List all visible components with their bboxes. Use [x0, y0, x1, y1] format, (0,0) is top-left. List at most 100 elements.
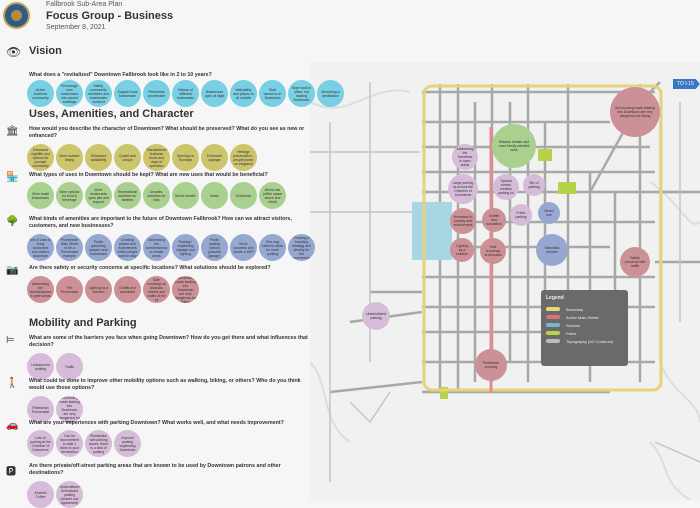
response-bubble[interactable]: Music: [201, 182, 228, 209]
legend-swatch: [546, 331, 560, 335]
response-bubble[interactable]: Pedestrian promenade: [143, 80, 170, 107]
response-bubble[interactable]: Promenade Main Street to be a Promenade …: [56, 234, 83, 261]
response-bubble[interactable]: Standardized business hours and days of …: [143, 144, 170, 171]
parking-car-icon: 🚗: [6, 420, 19, 431]
response-bubble[interactable]: Safety, community members and businesses…: [85, 80, 112, 107]
legend-label: Parks: [566, 330, 577, 336]
response-bubble[interactable]: Can be inconvenient to walk 1 block to y…: [56, 430, 83, 457]
map-comment-bubble[interactable]: Mixed use: [538, 202, 560, 224]
response-bubble[interactable]: Lots of parking at the Chamber of Commer…: [27, 430, 54, 457]
map-comment-bubble[interactable]: Sidewalks needed: [536, 234, 568, 266]
section-heading-vision: Vision: [29, 45, 62, 57]
response-bubble[interactable]: Lighting as a solution: [85, 276, 112, 303]
question-text: What are some of the barriers you face w…: [29, 335, 308, 348]
response-bubbles: Addressing the homelessness in open area…: [27, 276, 199, 303]
response-bubble[interactable]: Walkability and places to sit outside: [230, 80, 257, 107]
response-bubble[interactable]: Connecting roads leading into Downtown a…: [56, 396, 83, 423]
response-bubble[interactable]: Opening on Sundays: [172, 144, 199, 171]
response-bubble[interactable]: Public gathering spaces near businesses: [85, 234, 112, 261]
response-bubble[interactable]: Creating a branding strategy and identit…: [288, 234, 315, 261]
response-bubble[interactable]: Parking / wayfinding signage and lightin…: [172, 234, 199, 261]
response-bubble[interactable]: Traffic: [56, 353, 83, 380]
response-bubble[interactable]: Public parking options (possible garage): [201, 234, 228, 261]
response-bubble[interactable]: Enhanced nightlife and options for young…: [27, 144, 54, 171]
response-bubble[interactable]: Creating places and experiences where pe…: [114, 234, 141, 261]
response-bubble[interactable]: More work in office, not sharing Downtow…: [288, 80, 315, 107]
response-bubbles: Mix of uses to bring customers and visit…: [27, 234, 315, 261]
response-bubble[interactable]: More restaurants open late and support: [85, 182, 112, 209]
response-bubble[interactable]: Businesses open at night: [201, 80, 228, 107]
map-comment-bubble[interactable]: Lighting as a solution: [450, 238, 474, 262]
map-comment-bubble[interactable]: Pedestrian crossing: [475, 349, 507, 381]
question-text: What types of uses in Downtown should be…: [29, 172, 268, 178]
response-bubble[interactable]: Residential with parking issues, there i…: [85, 430, 112, 457]
map-comment-bubble[interactable]: Graffiti and vandalism: [482, 208, 506, 232]
response-bubble[interactable]: Enhanced signage: [201, 144, 228, 171]
response-bubble[interactable]: Mixture of different businesses: [172, 80, 199, 107]
legend-item: Schools: [546, 321, 623, 329]
response-bubble[interactable]: Becoming a destination: [317, 80, 344, 107]
barrier-icon: ⊨: [6, 335, 15, 346]
response-bubble[interactable]: Mixed-use (office space above and retail…: [259, 182, 286, 209]
response-bubble[interactable]: Recreational activities for families: [114, 182, 141, 209]
response-bubble[interactable]: Surrounding roads leading into Downtown …: [172, 276, 199, 303]
response-bubble[interactable]: Underutilized Schoolyard parking (shared…: [56, 481, 83, 508]
response-bubble[interactable]: Graffiti and vandalism: [114, 276, 141, 303]
response-bubble[interactable]: Quaint and unique: [114, 144, 141, 171]
response-bubble[interactable]: Enhanced walkability: [85, 144, 112, 171]
map-comment-bubble[interactable]: Wisdom theater and more family oriented …: [492, 124, 536, 168]
question-text: What could be done to improve other mobi…: [29, 378, 301, 391]
response-bubble[interactable]: Improve parking wayfinding Downtown: [114, 430, 141, 457]
response-bubble[interactable]: Addressing the homelessness in certain a…: [143, 234, 170, 261]
map-comment-bubble[interactable]: Underutilized parking: [362, 302, 390, 330]
map-comment-bubble[interactable]: Safe crossings at Alvarado: [480, 238, 506, 264]
response-bubble[interactable]: Encourage new businesses into vacant bui…: [56, 80, 83, 107]
map-comment-bubble[interactable]: Surrounding roads leading into Downtown …: [610, 87, 660, 137]
response-bubble[interactable]: Safe crossings at Alvarado streets and w…: [143, 276, 170, 303]
to-i15-sign: TO I-15: [673, 79, 700, 89]
response-bubble[interactable]: More small businesses: [27, 182, 54, 209]
response-bubble[interactable]: Fire Promenade: [56, 276, 83, 303]
county-seal-logo: [3, 2, 30, 29]
response-bubble[interactable]: Pedestrian Promenade: [27, 396, 54, 423]
question-text: What does a "revitalized" Downtown Fallb…: [29, 72, 212, 78]
map-comment-bubble[interactable]: Homeless in parking and enforcement: [450, 208, 476, 234]
legend-title: Legend: [546, 295, 564, 301]
question-text: What kinds of amenities are important to…: [29, 216, 292, 229]
response-bubble[interactable]: Arcades, activities for kids: [143, 182, 170, 209]
map-comment-bubble[interactable]: Addressing the homeless in open areas: [452, 144, 478, 170]
legend-item: Boundary: [546, 305, 623, 313]
legend-item: Active Main Street: [546, 313, 623, 321]
legend-label: Topography (40' Contours): [566, 338, 614, 344]
map-comment-bubble[interactable]: Mix of parking: [523, 174, 545, 196]
response-bubble[interactable]: Heritage preservation - people power on …: [230, 144, 257, 171]
map-comment-bubble[interactable]: Large parking lot across the Chamber of …: [448, 174, 478, 204]
response-bubble[interactable]: Support local businesses: [114, 80, 141, 107]
response-bubble[interactable]: Move business and create a WIFI: [230, 234, 257, 261]
response-bubble[interactable]: Mix of uses to bring customers and visit…: [27, 234, 54, 261]
legend-swatch: [546, 307, 560, 311]
response-bubble[interactable]: More options for food & beverage: [56, 182, 83, 209]
map-comment-bubble[interactable]: Special events creation parking lot: [493, 174, 519, 200]
park-area: [558, 182, 576, 194]
response-bubble[interactable]: Unimproved parking: [27, 353, 54, 380]
response-bubble[interactable]: Addressing the homelessness in open area…: [27, 276, 54, 303]
response-bubble[interactable]: Ordinance: [230, 182, 257, 209]
response-bubble[interactable]: Kindred Coffee: [27, 481, 54, 508]
response-bubble[interactable]: Start tomorrow in Downtown: [259, 80, 286, 107]
response-bubble[interactable]: Active business community: [27, 80, 54, 107]
section-heading-mobility: Mobility and Parking: [29, 317, 137, 329]
map-comment-bubble[interactable]: Public parking: [510, 204, 532, 226]
response-bubble[interactable]: One-way street to allow for more parking: [259, 234, 286, 261]
map-comment-bubble[interactable]: Safety concerns with traffic: [620, 247, 650, 277]
building-icon: 🏛: [6, 126, 19, 137]
response-bubble[interactable]: More outdoor dining: [56, 144, 83, 171]
question-text: Are there safety or security concerns at…: [29, 265, 271, 271]
security-cameras-icon: 📷: [6, 265, 19, 276]
downtown-map[interactable]: TO I-15 Wisdom theater and more family o…: [310, 62, 700, 500]
response-bubble[interactable]: Movie theater: [172, 182, 199, 209]
